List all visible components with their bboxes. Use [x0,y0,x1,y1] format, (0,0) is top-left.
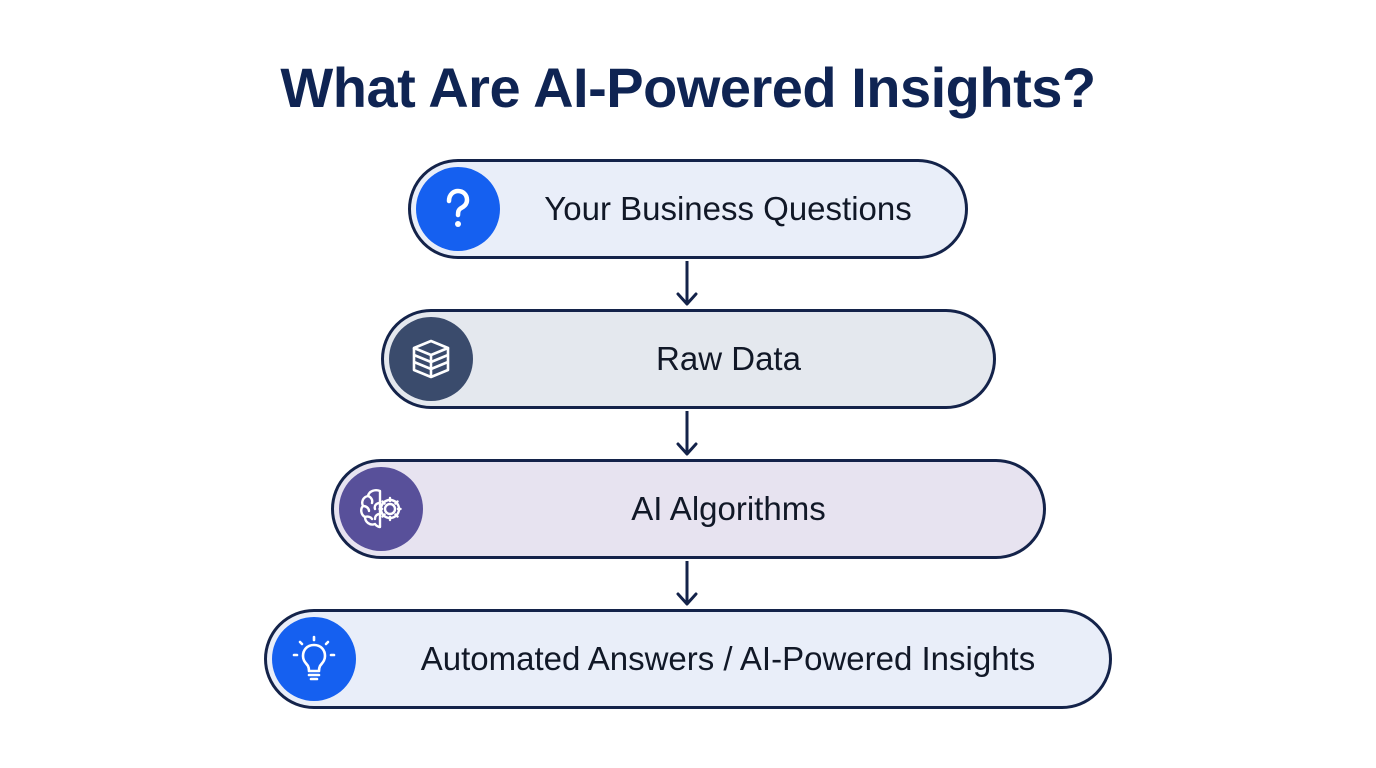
lightbulb-icon-circle [272,617,356,701]
step-label: Automated Answers / AI-Powered Insights [420,640,1036,677]
database-icon-circle [389,317,473,401]
database-layers-icon [412,339,450,379]
diagram-title: What Are AI-Powered Insights? [280,56,1096,119]
arrow-down-icon [676,561,698,606]
step-raw-data: Raw Data [381,309,996,409]
step-business-questions: Your Business Questions [408,159,968,259]
arrow-down-icon [676,261,698,306]
step-label: Your Business Questions [544,190,912,227]
step-automated-answers: Automated Answers / AI-Powered Insights [264,609,1112,709]
brain-gear-icon [360,489,402,529]
lightbulb-icon [292,635,336,681]
question-mark-icon [446,188,470,227]
brain-icon-circle [339,467,423,551]
step-label: Raw Data [656,340,801,377]
arrow-down-icon [676,411,698,456]
question-icon-circle [416,167,500,251]
step-label: AI Algorithms [631,490,826,527]
step-ai-algorithms: AI Algorithms [331,459,1046,559]
